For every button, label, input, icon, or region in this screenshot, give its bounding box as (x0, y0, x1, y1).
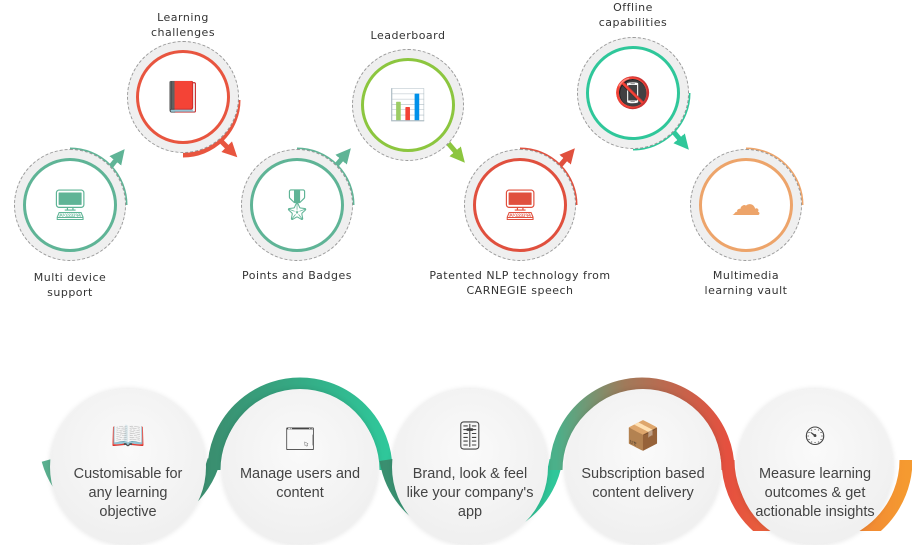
feature-label: Multimedia learning vault (705, 268, 788, 298)
colored-ring: 🖥 (473, 158, 567, 252)
benefit-text-line: objective (99, 504, 157, 520)
benefit-text: Measure learning outcomes & get actionable… (745, 465, 885, 522)
benefit-text: Customisable for any learning objective (58, 465, 198, 522)
feature-label-line: Offline (613, 1, 653, 14)
feature-label-line: challenges (150, 26, 216, 39)
feature-label-line: support (47, 286, 93, 299)
book-icon: 📕 (164, 79, 202, 115)
benefit-text-line: Manage users and (239, 466, 361, 482)
benefit-text-line: content delivery (592, 485, 694, 501)
feature-circle: ☁ (690, 149, 802, 261)
book-hand-icon: 📖 (110, 419, 146, 452)
benefit-text: Manage users and content (230, 465, 370, 503)
feature-label: Points and Badges (242, 268, 352, 283)
badge-icon: 🎖 (277, 187, 317, 223)
benefit-text-line: Measure learning (758, 466, 872, 482)
benefit-text-line: Subscription based (581, 466, 705, 482)
feature-label-line: Multi device (33, 271, 107, 284)
gauge-icon: ⏲ (804, 419, 826, 452)
sliders-icon: 🎚 (452, 419, 488, 452)
benefit-text-line: app (457, 504, 483, 520)
feature-label: Multi device support (34, 270, 107, 300)
benefit-card: 📦 Subscription based content delivery (565, 389, 721, 545)
benefit-card: 🗔 Manage users and content (222, 389, 378, 545)
benefit-text-line: any learning (88, 485, 168, 501)
feature-circle: 📊 (352, 49, 464, 161)
feature-label-line: Multimedia (712, 269, 780, 282)
colored-ring: 📵 (586, 46, 680, 140)
benefit-text-line: actionable insights (755, 504, 875, 520)
feature-circle: 📕 (127, 41, 239, 153)
benefit-text: Brand, look & feel like your company's app (400, 465, 540, 522)
no-wifi-phone-icon: 📵 (614, 75, 652, 111)
colored-ring: ☁ (699, 158, 793, 252)
feature-label-line: learning vault (704, 284, 788, 297)
feature-label-line: Patented NLP technology from (429, 269, 611, 282)
feature-label-line: Learning (157, 11, 209, 24)
benefit-text-line: like your company's (406, 485, 534, 501)
user-settings-icon: 🗔 (284, 423, 316, 456)
monitor-report-icon: 🖥 (500, 187, 540, 223)
feature-circle: 📵 (577, 37, 689, 149)
feature-label: Offline capabilities (599, 0, 668, 30)
feature-label: Learning challenges (151, 10, 215, 40)
benefit-card: 📖 Customisable for any learning objective (50, 389, 206, 545)
colored-ring: 🖥 (23, 158, 117, 252)
benefit-card: ⏲ Measure learning outcomes & get actionabl… (737, 389, 893, 545)
colored-ring: 📕 (136, 50, 230, 144)
feature-circle: 🖥 (464, 149, 576, 261)
cloud-network-icon: ☁ (731, 187, 761, 223)
benefit-text-line: content (276, 485, 324, 501)
feature-label-line: CARNEGIE speech (466, 284, 574, 297)
feature-label: Leaderboard (371, 28, 446, 43)
feature-label-line: Leaderboard (370, 29, 446, 42)
benefit-text: Subscription based content delivery (573, 465, 713, 503)
feature-label-line: capabilities (598, 16, 668, 29)
box-delivery-icon: 📦 (625, 419, 661, 452)
benefit-text-line: Customisable for (73, 466, 183, 482)
feature-circle: 🎖 (241, 149, 353, 261)
colored-ring: 📊 (361, 58, 455, 152)
feature-circle: 🖥 (14, 149, 126, 261)
colored-ring: 🎖 (250, 158, 344, 252)
presentation-chart-icon: 📊 (389, 87, 427, 123)
benefit-text-line: outcomes & get (764, 485, 866, 501)
benefit-card: 🎚 Brand, look & feel like your company's ap… (392, 389, 548, 545)
feature-label-line: Points and Badges (242, 269, 352, 282)
benefit-text-line: Brand, look & feel (412, 466, 528, 482)
devices-icon: 🖥 (50, 187, 90, 223)
